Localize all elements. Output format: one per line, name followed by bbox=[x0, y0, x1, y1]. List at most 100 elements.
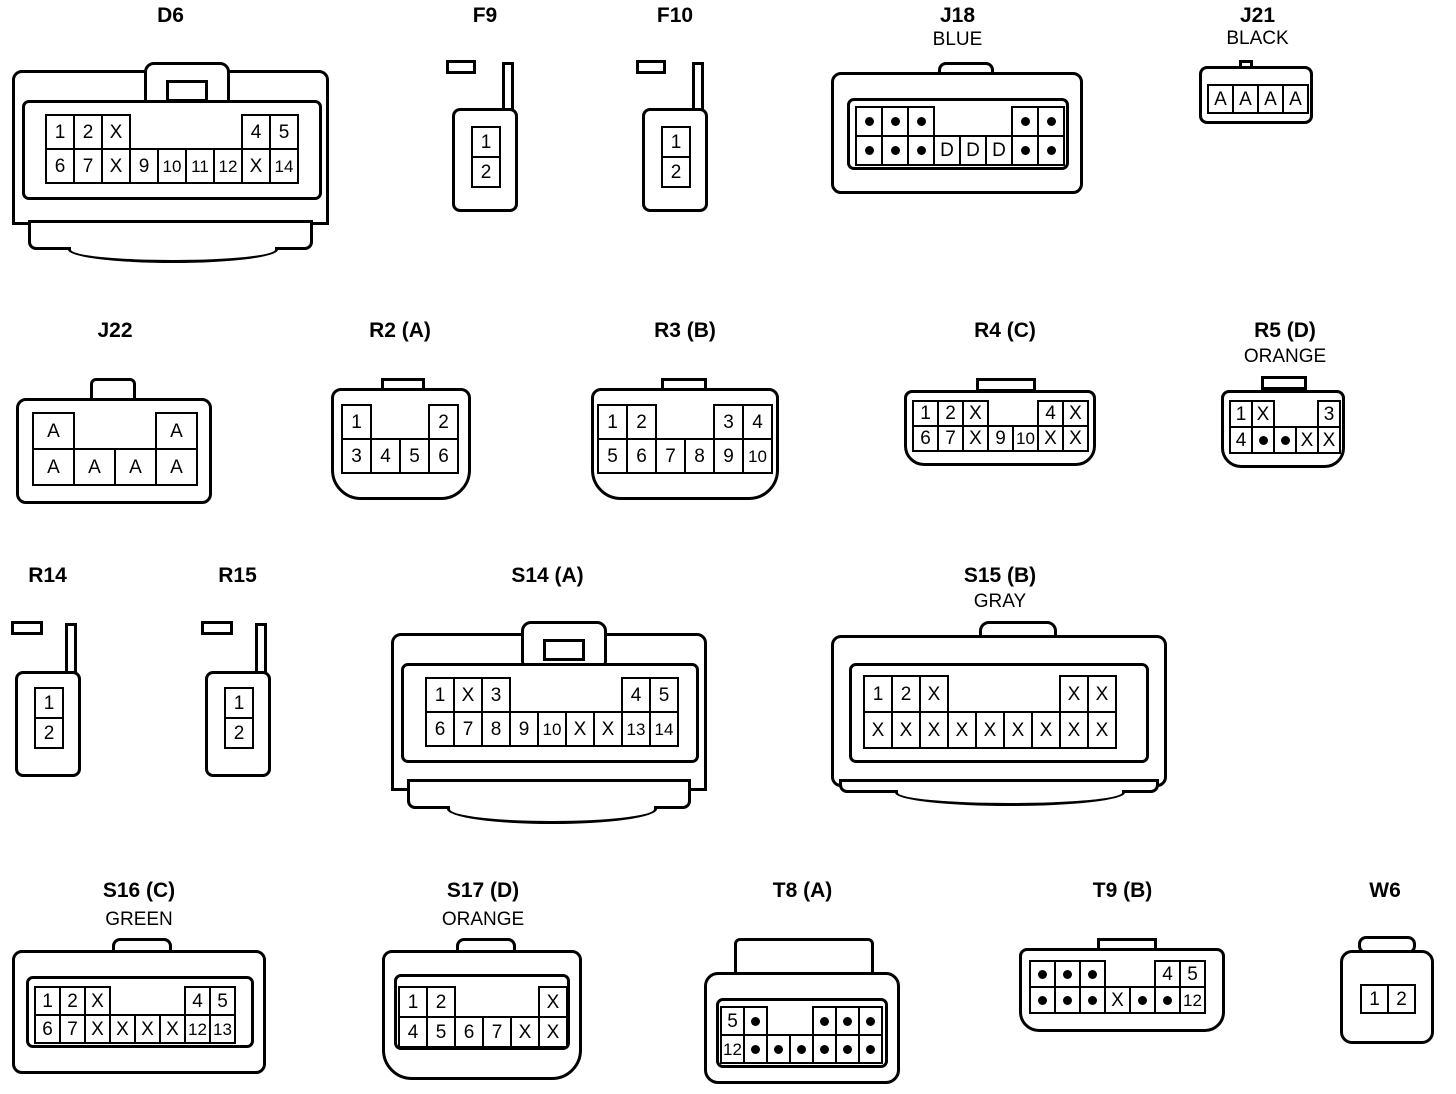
pin-cavity bbox=[1129, 986, 1156, 1014]
pin-cavity: X bbox=[241, 148, 271, 184]
pin-cavity: X bbox=[863, 711, 893, 749]
pin-cavity: 1 bbox=[863, 675, 893, 713]
connector-title: R15 bbox=[218, 564, 257, 587]
pin-cavity: X bbox=[1059, 711, 1089, 749]
pin-cavity: X bbox=[134, 1014, 161, 1044]
pin-cavity: X bbox=[1062, 400, 1089, 427]
pin-cavity bbox=[881, 106, 909, 137]
pin-cavity: X bbox=[510, 1016, 540, 1048]
pin-cavity: X bbox=[1317, 426, 1341, 454]
pin-cavity: 6 bbox=[912, 425, 939, 452]
pin-cavity: 9 bbox=[509, 711, 539, 747]
connector-title: J21 bbox=[1239, 4, 1276, 27]
pin-cavity: 7 bbox=[482, 1016, 512, 1048]
pin-cavity: 7 bbox=[59, 1014, 86, 1044]
pin-cavity: 1 bbox=[1229, 400, 1253, 428]
pin-cavity: 5 bbox=[269, 114, 299, 150]
connector-rail bbox=[255, 623, 267, 675]
pin-cavity bbox=[858, 1006, 883, 1036]
pin-cavity: A bbox=[1232, 84, 1259, 114]
connector-title: J22 bbox=[97, 319, 133, 342]
pin-cavity: 1 bbox=[471, 126, 501, 158]
pin-cavity: X bbox=[1087, 675, 1117, 713]
connector-title: T9 (B) bbox=[1092, 879, 1153, 902]
pin-cavity bbox=[766, 1034, 791, 1064]
pin-cavity bbox=[835, 1006, 860, 1036]
connector-foot bbox=[407, 779, 691, 809]
connector-latch bbox=[446, 60, 476, 74]
pin-cavity: X bbox=[962, 400, 989, 427]
pin-cavity: 4 bbox=[742, 404, 773, 440]
pin-cavity: 4 bbox=[184, 986, 211, 1016]
pin-cavity: 9 bbox=[129, 148, 159, 184]
pin-cavity: X bbox=[1062, 425, 1089, 452]
pin-cavity: D bbox=[959, 135, 987, 166]
connector-color: GRAY bbox=[973, 591, 1027, 612]
pin-cavity: 7 bbox=[453, 711, 483, 747]
connector-latch bbox=[201, 621, 233, 635]
connector-title: D6 bbox=[157, 4, 184, 27]
pin-cavity: 2 bbox=[34, 717, 64, 749]
pin-cavity: A bbox=[155, 448, 198, 486]
connector-title: S17 (D) bbox=[446, 879, 520, 902]
pin-cavity: 12 bbox=[184, 1014, 211, 1044]
pin-cavity: X bbox=[947, 711, 977, 749]
pin-cavity: 3 bbox=[713, 404, 744, 440]
pin-cavity: 12 bbox=[1179, 986, 1206, 1014]
pin-cavity: 9 bbox=[987, 425, 1014, 452]
connector-title: R5 (D) bbox=[1254, 319, 1316, 342]
pin-cavity: 9 bbox=[713, 438, 744, 474]
pin-cavity: 2 bbox=[626, 404, 657, 440]
pin-cavity bbox=[1011, 106, 1039, 137]
pin-cavity: 1 bbox=[34, 986, 61, 1016]
pin-cavity: 2 bbox=[471, 156, 501, 188]
pin-cavity: 4 bbox=[621, 677, 651, 713]
pin-cavity: 2 bbox=[937, 400, 964, 427]
pin-cavity: 7 bbox=[937, 425, 964, 452]
pin-cavity: D bbox=[933, 135, 961, 166]
connector-title: S15 (B) bbox=[963, 564, 1037, 587]
pin-cavity: X bbox=[538, 986, 568, 1018]
pin-cavity: 6 bbox=[34, 1014, 61, 1044]
pin-cavity: 1 bbox=[34, 687, 64, 719]
pin-cavity: X bbox=[1087, 711, 1117, 749]
pin-cavity: 11 bbox=[185, 148, 215, 184]
pin-cavity: 6 bbox=[454, 1016, 484, 1048]
pin-cavity bbox=[907, 135, 935, 166]
pin-cavity: 10 bbox=[1012, 425, 1039, 452]
pin-cavity bbox=[1079, 960, 1106, 988]
pin-cavity: 6 bbox=[45, 148, 75, 184]
pin-cavity: A bbox=[32, 448, 75, 486]
connector-color: ORANGE bbox=[441, 909, 525, 930]
connector-title: F9 bbox=[472, 4, 498, 27]
pin-cavity: 13 bbox=[621, 711, 651, 747]
pin-cavity: X bbox=[1031, 711, 1061, 749]
pin-cavity bbox=[1037, 135, 1065, 166]
pin-cavity: 1 bbox=[224, 687, 254, 719]
pin-cavity: 5 bbox=[649, 677, 679, 713]
pin-cavity: 10 bbox=[537, 711, 567, 747]
pin-cavity: 4 bbox=[398, 1016, 428, 1048]
connector-color: ORANGE bbox=[1243, 346, 1327, 367]
connector-color: BLACK bbox=[1226, 28, 1289, 49]
pin-cavity: X bbox=[593, 711, 623, 747]
pin-cavity: 5 bbox=[597, 438, 628, 474]
connector-title: R2 (A) bbox=[369, 319, 431, 342]
pin-cavity: 2 bbox=[59, 986, 86, 1016]
pin-cavity: X bbox=[891, 711, 921, 749]
connector-title: R3 (B) bbox=[654, 319, 716, 342]
connector-rail bbox=[65, 623, 77, 675]
pin-cavity: X bbox=[159, 1014, 186, 1044]
pin-cavity: 10 bbox=[157, 148, 187, 184]
pin-cavity: X bbox=[1104, 986, 1131, 1014]
connector-title: S14 (A) bbox=[511, 564, 584, 587]
connector-title: W6 bbox=[1369, 879, 1401, 902]
